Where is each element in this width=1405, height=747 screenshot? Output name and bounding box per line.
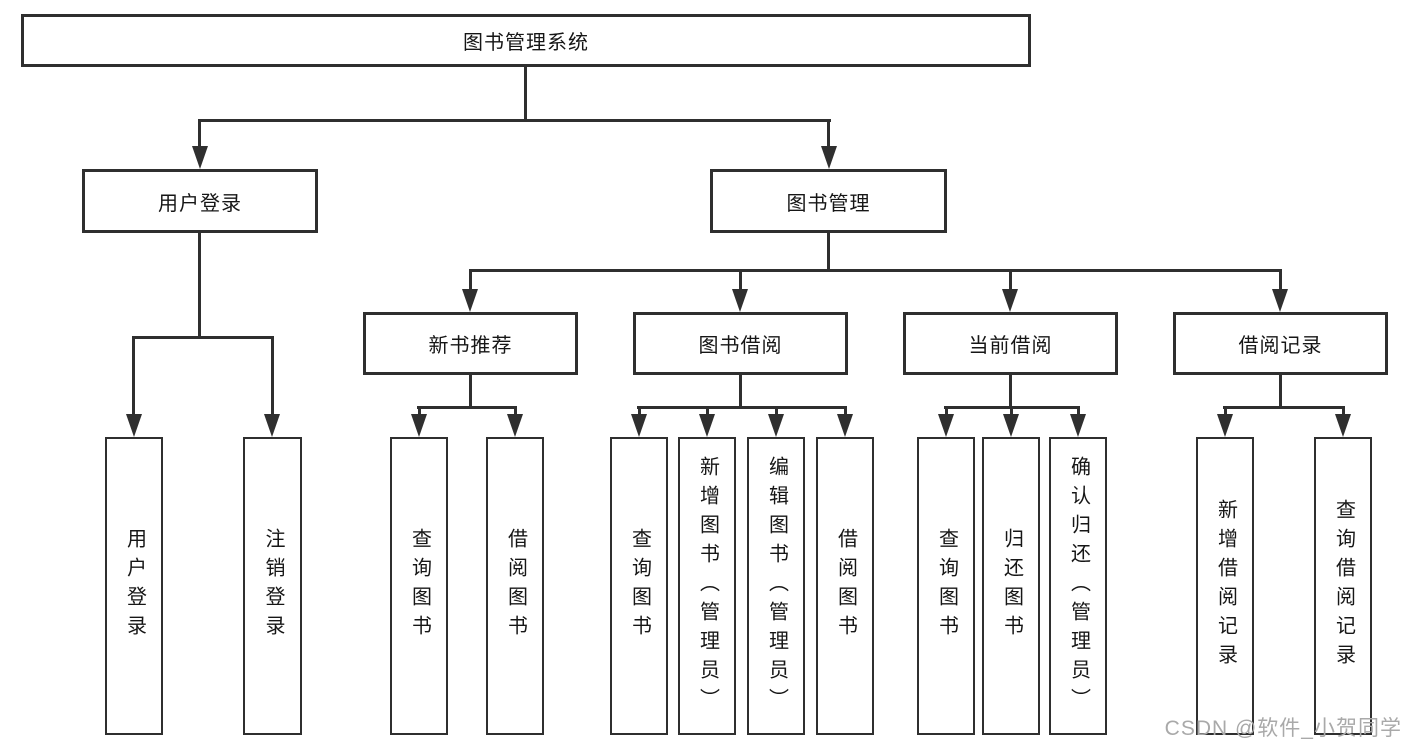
arrowhead-down <box>1217 414 1233 437</box>
leaf-label: 借阅图书 <box>834 528 857 644</box>
connector-hbar <box>1223 406 1344 409</box>
node-label: 图书管理 <box>786 192 871 215</box>
leaf-add-borrow-record: 新增借阅记录 <box>1196 437 1254 735</box>
arrowhead-down <box>1335 414 1351 437</box>
node-current-borrowing: 当前借阅 <box>903 312 1118 375</box>
connector-drop <box>418 406 421 416</box>
leaf-label: 新增借阅记录 <box>1214 499 1237 673</box>
arrowhead-down <box>1003 414 1019 437</box>
connector-drop <box>844 406 847 416</box>
arrowhead-down <box>1070 414 1086 437</box>
connector-drop <box>827 119 830 147</box>
connector-drop <box>775 406 778 416</box>
leaf-label: 新增图书（管理员） <box>696 455 719 717</box>
connector-hbar <box>637 406 846 409</box>
arrowhead-down <box>411 414 427 437</box>
connector-drop <box>706 406 709 416</box>
arrowhead-down <box>768 414 784 437</box>
arrowhead-down <box>938 414 954 437</box>
connector-drop <box>514 406 517 416</box>
csdn-watermark: CSDN @软件_小贺同学 <box>1164 717 1402 740</box>
arrowhead-down <box>699 414 715 437</box>
leaf-label: 查询借阅记录 <box>1332 499 1355 673</box>
connector-drop <box>132 336 135 416</box>
leaf-label: 查询图书 <box>935 528 958 644</box>
connector-drop <box>739 269 742 290</box>
leaf-label: 查询图书 <box>628 528 651 644</box>
leaf-edit-books-admin: 编辑图书（管理员） <box>747 437 805 735</box>
node-label: 当前借阅 <box>968 335 1053 357</box>
leaf-query-books: 查询图书 <box>610 437 668 735</box>
leaf-confirm-return-admin: 确认归还（管理员） <box>1049 437 1107 735</box>
arrowhead-down <box>1272 289 1288 312</box>
leaf-return-books: 归还图书 <box>982 437 1040 735</box>
node-label: 新书推荐 <box>428 335 513 357</box>
connector-drop <box>638 406 641 416</box>
leaf-label: 查询图书 <box>408 528 431 644</box>
connector-drop <box>1224 406 1227 416</box>
arrowhead-down <box>1002 289 1018 312</box>
leaf-label: 归还图书 <box>1000 528 1023 644</box>
leaf-logout: 注销登录 <box>243 437 302 735</box>
arrowhead-down <box>192 146 208 169</box>
node-label: 图书管理系统 <box>463 32 589 54</box>
node-borrowing-records: 借阅记录 <box>1173 312 1388 375</box>
leaf-query-borrow-record: 查询借阅记录 <box>1314 437 1372 735</box>
node-book-borrowing: 图书借阅 <box>633 312 848 375</box>
node-label: 图书借阅 <box>698 335 783 357</box>
arrowhead-down <box>264 414 280 437</box>
node-book-management: 图书管理 <box>710 169 947 233</box>
leaf-label: 用户登录 <box>123 528 146 644</box>
connector-drop <box>198 119 201 147</box>
node-user-login: 用户登录 <box>82 169 318 233</box>
connector-drop <box>945 406 948 416</box>
arrowhead-down <box>631 414 647 437</box>
leaf-label: 注销登录 <box>262 528 284 644</box>
node-new-book-recommendation: 新书推荐 <box>363 312 578 375</box>
connector-stem <box>1279 375 1282 407</box>
connector-hbar-level2 <box>198 119 831 122</box>
leaf-label: 编辑图书（管理员） <box>765 455 788 717</box>
connector-stem-book-management <box>827 233 830 269</box>
connector-stem <box>469 375 472 407</box>
leaf-query-books: 查询图书 <box>390 437 448 735</box>
arrowhead-down <box>837 414 853 437</box>
arrowhead-down <box>507 414 523 437</box>
connector-drop <box>271 336 274 416</box>
connector-drop <box>1279 269 1282 290</box>
node-label: 用户登录 <box>158 192 242 215</box>
connector-hbar-user-login <box>133 336 274 339</box>
node-library-management-system: 图书管理系统 <box>21 14 1031 67</box>
connector-hbar-level3 <box>469 269 1282 272</box>
connector-drop <box>1010 406 1013 416</box>
leaf-add-books-admin: 新增图书（管理员） <box>678 437 736 735</box>
connector-stem-root <box>524 67 527 120</box>
connector-stem-user-login <box>198 233 201 336</box>
arrowhead-down <box>732 289 748 312</box>
connector-drop <box>1009 269 1012 290</box>
node-label: 借阅记录 <box>1238 335 1323 357</box>
connector-stem <box>739 375 742 407</box>
leaf-label: 确认归还（管理员） <box>1067 455 1090 717</box>
connector-drop <box>469 269 472 290</box>
connector-drop <box>1342 406 1345 416</box>
leaf-borrow-books: 借阅图书 <box>486 437 544 735</box>
leaf-borrow-books: 借阅图书 <box>816 437 874 735</box>
connector-hbar <box>417 406 517 409</box>
arrowhead-down <box>462 289 478 312</box>
connector-stem <box>1009 375 1012 407</box>
connector-drop <box>1077 406 1080 416</box>
arrowhead-down <box>821 146 837 169</box>
arrowhead-down <box>126 414 142 437</box>
leaf-label: 借阅图书 <box>504 528 527 644</box>
leaf-query-books: 查询图书 <box>917 437 975 735</box>
leaf-user-login: 用户登录 <box>105 437 163 735</box>
